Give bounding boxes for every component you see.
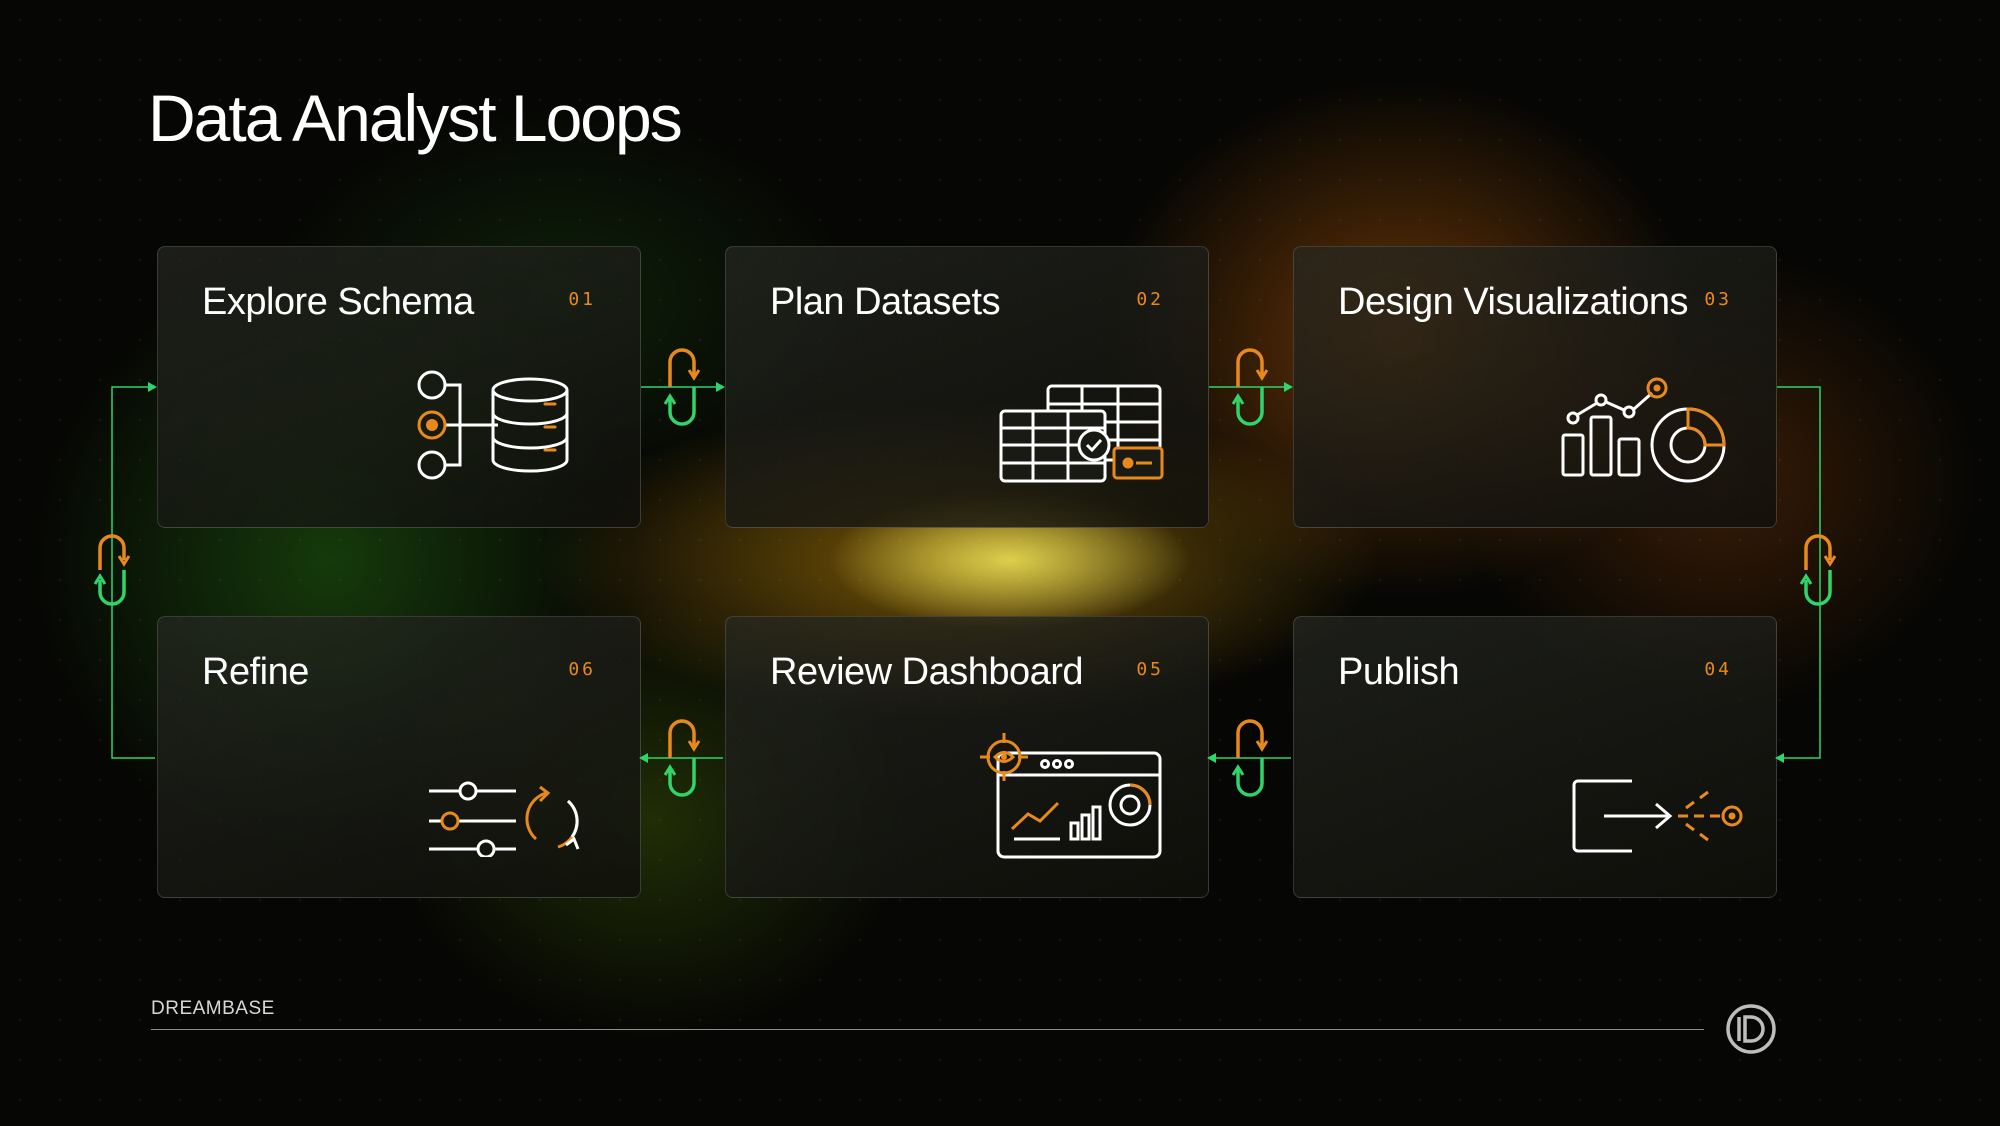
step-title: Plan Datasets — [770, 281, 1001, 323]
step-card-review-dashboard: Review Dashboard 05 — [725, 616, 1209, 898]
right-loop-connector — [1775, 386, 1837, 763]
step-number: 01 — [568, 289, 596, 310]
connector-02-03 — [1209, 348, 1293, 426]
dreambase-logo-icon — [1726, 1004, 1776, 1054]
step-number: 02 — [1136, 289, 1164, 310]
step-card-design-visualizations: Design Visualizations 03 — [1293, 246, 1777, 528]
footer-divider — [151, 1029, 1704, 1030]
step-card-publish: Publish 04 — [1293, 616, 1777, 898]
visualization-charts-icon — [1561, 377, 1726, 483]
left-loop-connector — [93, 382, 157, 759]
brand-name: DREAMBASE — [151, 998, 275, 1019]
step-number: 05 — [1136, 659, 1164, 680]
page-title: Data Analyst Loops — [148, 81, 683, 155]
step-title: Explore Schema — [202, 281, 474, 323]
step-number: 03 — [1704, 289, 1732, 310]
connector-01-02 — [641, 348, 725, 426]
step-number: 06 — [568, 659, 596, 680]
step-number: 04 — [1704, 659, 1732, 680]
schema-database-icon — [417, 370, 569, 480]
step-title: Review Dashboard — [770, 651, 1084, 693]
step-title: Design Visualizations — [1338, 281, 1689, 323]
connector-05-06 — [639, 719, 723, 797]
step-card-plan-datasets: Plan Datasets 02 — [725, 246, 1209, 528]
publish-export-icon — [1572, 779, 1743, 853]
connector-04-05 — [1207, 719, 1291, 797]
step-card-explore-schema: Explore Schema 01 — [157, 246, 641, 528]
step-card-refine: Refine 06 — [157, 616, 641, 898]
step-title: Refine — [202, 651, 309, 693]
dashboard-review-icon — [980, 733, 1162, 859]
step-title: Publish — [1338, 651, 1460, 693]
refine-sliders-refresh-icon — [429, 781, 580, 857]
datasets-table-check-icon — [999, 384, 1164, 483]
